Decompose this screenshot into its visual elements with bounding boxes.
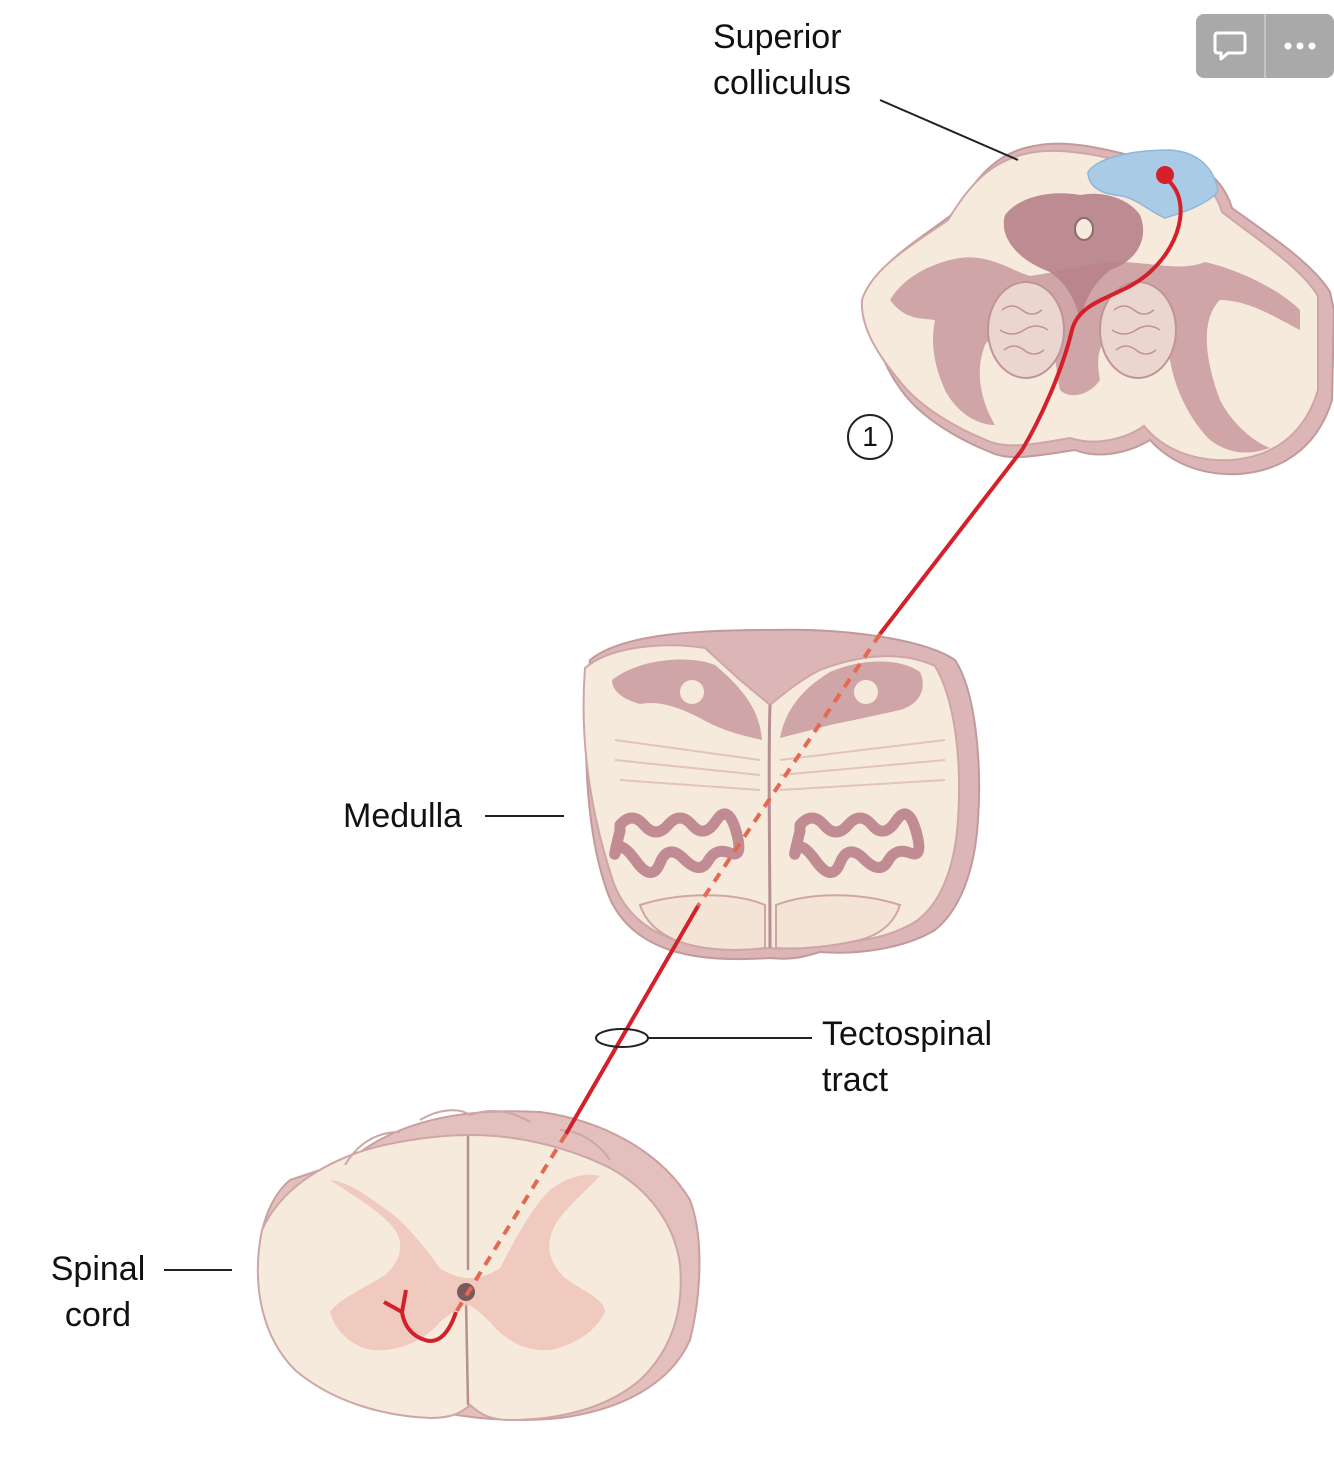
cerebral-aqueduct	[1074, 217, 1094, 241]
ellipsis-icon	[1284, 42, 1316, 50]
inferior-olive-left	[609, 808, 745, 878]
leader-superior-colliculus	[879, 99, 1019, 161]
label-medulla: Medulla	[343, 797, 463, 835]
leader-lines	[164, 99, 1019, 1271]
tract-terminal	[383, 1289, 458, 1343]
label-spinal-cord-line2: cord	[64, 1296, 132, 1334]
medulla-nucleus-right	[854, 680, 878, 704]
tectospinal-tract-path	[383, 166, 1183, 1343]
spinal-cord-face	[256, 1133, 682, 1422]
midbrain-periaqueductal-gray	[1003, 193, 1144, 320]
label-superior-colliculus-line2: colliculus	[713, 64, 851, 102]
midbrain-section	[860, 142, 1334, 476]
inferior-olive-right	[789, 808, 925, 878]
superior-colliculus-highlight	[1087, 149, 1219, 219]
speech-bubble-icon	[1213, 31, 1247, 61]
tract-descending-segment-2	[564, 904, 700, 1136]
medulla-pyramid-left	[638, 894, 766, 951]
tract-midbrain-segment	[1020, 176, 1183, 452]
midbrain-nucleus-right-texture	[1111, 305, 1161, 355]
medulla-dorsal-right	[780, 661, 923, 738]
medulla-section	[582, 628, 981, 961]
more-options-button[interactable]	[1264, 14, 1334, 78]
medulla-section-face	[582, 644, 961, 951]
label-tectospinal-tract-line2: tract	[822, 1061, 889, 1099]
label-tectospinal-tract: Tectospinal tract	[822, 1011, 992, 1103]
label-superior-colliculus-line1: Superior	[713, 18, 842, 56]
tract-medulla-dashed	[696, 632, 882, 908]
label-superior-colliculus: Superior colliculus	[713, 14, 851, 106]
medulla-fibers	[614, 739, 946, 791]
midbrain-nucleus-left	[987, 281, 1065, 379]
image-toolbar	[1196, 14, 1334, 78]
comment-button[interactable]	[1196, 14, 1264, 78]
central-canal	[457, 1283, 475, 1301]
label-tectospinal-tract-line1: Tectospinal	[822, 1015, 993, 1053]
medulla-midline	[767, 704, 772, 949]
step-marker-1: 1	[847, 414, 893, 460]
medulla-nucleus-left	[680, 680, 704, 704]
spinal-cord-gray-matter	[330, 1174, 605, 1351]
tract-descending-segment-1	[878, 448, 1024, 636]
label-spinal-cord: Spinal cord	[44, 1246, 152, 1338]
spinal-cord-section	[256, 1109, 701, 1422]
midbrain-nucleus-left-texture	[999, 305, 1049, 355]
medulla-pyramid-right	[775, 894, 902, 950]
spinal-cord-ridges	[344, 1109, 611, 1166]
spinal-cord-midline	[464, 1136, 470, 1406]
label-spinal-cord-line1: Spinal	[50, 1250, 146, 1288]
